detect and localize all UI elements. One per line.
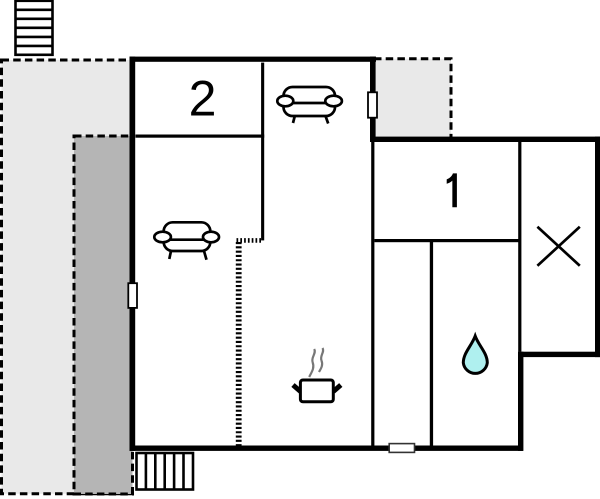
svg-text:2: 2 <box>189 71 217 127</box>
